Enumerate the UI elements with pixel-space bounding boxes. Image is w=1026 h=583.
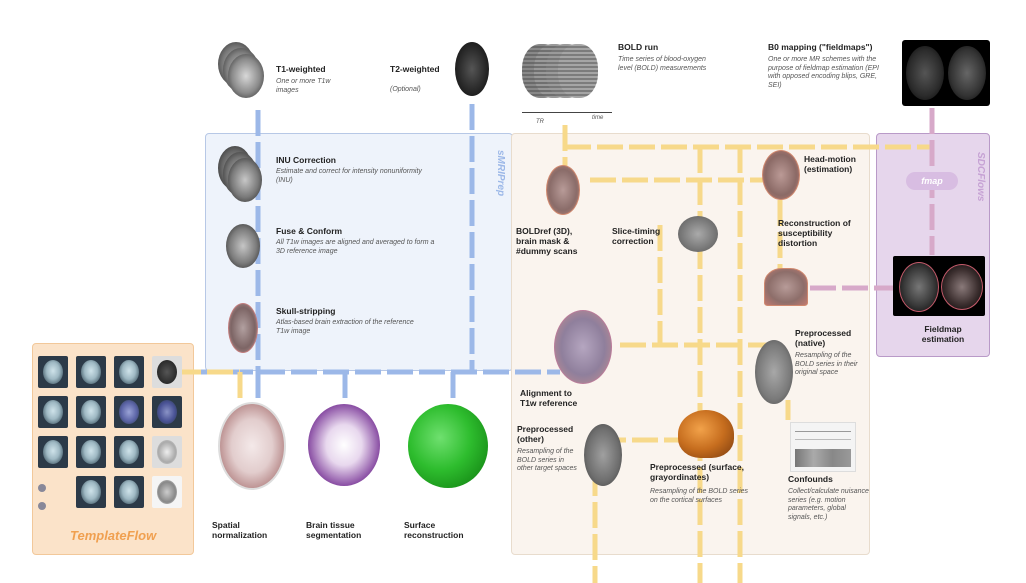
preproc-surface-title: Preprocessed (surface, grayordinates) <box>650 462 750 482</box>
inu-desc: Estimate and correct for intensity nonun… <box>276 168 426 185</box>
skullstrip-title: Skull-stripping <box>276 306 336 316</box>
confounds-title: Confounds <box>788 474 833 484</box>
inu-correction-image <box>218 146 268 206</box>
smriprep-tag: sMRIPrep <box>495 150 506 196</box>
t1-image-stack <box>218 42 268 104</box>
t2-image <box>455 42 489 96</box>
preproc-native-desc: Resampling of the BOLD series in their o… <box>795 352 867 378</box>
t1-title: T1-weighted <box>276 64 326 74</box>
surface-reconstruction-label: Surface reconstruction <box>404 520 470 540</box>
spatial-normalization-label: Spatial normalization <box>212 520 272 540</box>
fuse-desc: All T1w images are aligned and averaged … <box>276 239 436 256</box>
slice-timing-label: Slice-timing correction <box>612 226 678 246</box>
fuse-conform-image <box>226 224 260 268</box>
t2-desc: (Optional) <box>390 86 421 95</box>
inu-title: INU Correction <box>276 155 336 165</box>
fmap-logo: fmap <box>906 172 958 190</box>
alignment-image <box>554 310 612 384</box>
preproc-other-title: Preprocessed (other) <box>517 424 583 444</box>
boldref-image <box>546 165 580 215</box>
boldref-label: BOLDref (3D), brain mask & #dummy scans <box>516 226 586 256</box>
head-motion-image <box>762 150 800 200</box>
fieldmap-title: B0 mapping ("fieldmaps") <box>768 42 888 52</box>
spatial-normalization-image <box>218 402 286 490</box>
confounds-desc: Collect/calculate nuisance series (e.g. … <box>788 488 870 522</box>
t2-title: T2-weighted <box>390 64 440 74</box>
sdcflows-tag: SDCFlows <box>975 152 986 201</box>
preproc-other-image <box>584 424 622 486</box>
bold-time-axis <box>522 112 612 113</box>
alignment-label: Alignment to T1w reference <box>520 388 590 408</box>
templateflow-tag: TemplateFlow <box>70 528 156 543</box>
skull-strip-image <box>228 303 258 353</box>
susceptibility-label: Reconstruction of susceptibility distort… <box>778 218 860 248</box>
bold-title: BOLD run <box>618 42 658 52</box>
preproc-native-image <box>755 340 793 404</box>
fieldmap-images <box>902 40 990 106</box>
fieldmap-estimation-image <box>893 256 985 316</box>
preproc-surface-desc: Resampling of the BOLD series on the cor… <box>650 488 750 505</box>
fuse-title: Fuse & Conform <box>276 226 342 236</box>
bold-desc: Time series of blood-oxygen level (BOLD)… <box>618 56 718 73</box>
preproc-surface-image <box>678 410 734 458</box>
susceptibility-image <box>764 268 808 306</box>
head-motion-label: Head-motion (estimation) <box>804 154 864 174</box>
fieldmap-desc: One or more MR schemes with the purpose … <box>768 56 892 90</box>
preproc-native-title: Preprocessed (native) <box>795 328 867 348</box>
surface-reconstruction-image <box>408 404 488 488</box>
confounds-plot <box>790 422 856 472</box>
tissue-segmentation-label: Brain tissue segmentation <box>306 520 372 540</box>
fieldmap-estimation-label: Fieldmap estimation <box>908 324 978 344</box>
bold-time-label: time <box>592 114 603 123</box>
t1-desc: One or more T1w images <box>276 78 338 95</box>
bold-volumes-stack <box>522 44 608 104</box>
preproc-other-desc: Resampling of the BOLD series in other t… <box>517 448 579 474</box>
tissue-segmentation-image <box>308 404 380 486</box>
slice-timing-image <box>678 216 718 252</box>
bold-tr-label: TR <box>536 118 544 127</box>
skullstrip-desc: Atlas-based brain extraction of the refe… <box>276 319 426 336</box>
templateflow-grid <box>36 356 186 516</box>
